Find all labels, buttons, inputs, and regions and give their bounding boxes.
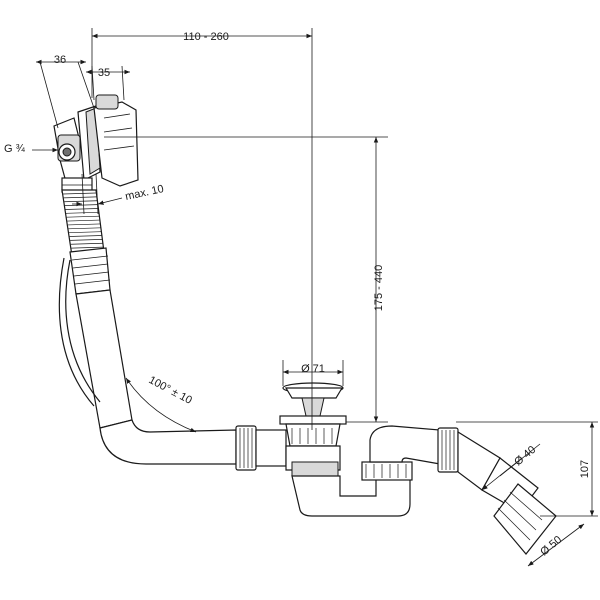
dim-height-range: 175 - 440: [104, 136, 388, 423]
dim-trap-outlet-inner-label: Ø 40: [512, 444, 538, 469]
dim-pipe-angle-label: 100° ± 10: [147, 374, 194, 407]
hose-corrugation: [67, 223, 101, 226]
dim-connection-thread: G ¾: [4, 143, 58, 155]
dim-trap-height-label: 107: [579, 460, 591, 478]
hose-corrugation: [70, 242, 103, 245]
dim-adjust-range: 110 - 260: [91, 28, 313, 430]
dim-trap-height: 107: [456, 421, 598, 517]
vertical-pipe: [69, 247, 237, 465]
dim-pipe-angle: 100° ± 10: [125, 374, 197, 433]
hose-corrugation: [68, 227, 101, 230]
hose-corrugation: [68, 231, 102, 234]
dim-plug-diameter-label: Ø 71: [301, 363, 325, 375]
hose-corrugation: [70, 239, 103, 241]
hose-corrugation: [66, 215, 100, 218]
hose-corrugation: [65, 211, 99, 214]
horizontal-pipe: [235, 425, 287, 471]
hose-corrugation: [69, 235, 102, 237]
hose-corrugation: [65, 208, 99, 210]
dim-plug-diameter: Ø 71: [282, 360, 344, 386]
bowden-cable: [58, 257, 95, 407]
hose-corrugation: [62, 192, 97, 195]
hose-corrugation: [64, 200, 98, 203]
flex-hose: [61, 189, 105, 257]
dim-overflow-plate: 35: [86, 65, 130, 101]
dim-wall-thickness-label: max. 10: [124, 183, 165, 203]
overflow-assembly: [53, 94, 139, 193]
dim-trap-outlet-outer-label: Ø 50: [538, 534, 564, 559]
drain-plug: [279, 382, 347, 477]
hose-corrugation: [67, 219, 100, 222]
dim-adjust-range-label: 110 - 260: [183, 31, 229, 43]
dim-connection-thread-label: G ¾: [4, 143, 26, 155]
hose-corrugation: [71, 246, 104, 249]
hose-corrugation: [63, 196, 97, 199]
dim-overflow-depth: 36: [36, 54, 95, 129]
dim-overflow-plate-label: 35: [98, 67, 110, 79]
trap: [291, 425, 557, 555]
dim-height-range-label: 175 - 440: [373, 265, 385, 311]
dim-overflow-depth-label: 36: [54, 54, 66, 66]
